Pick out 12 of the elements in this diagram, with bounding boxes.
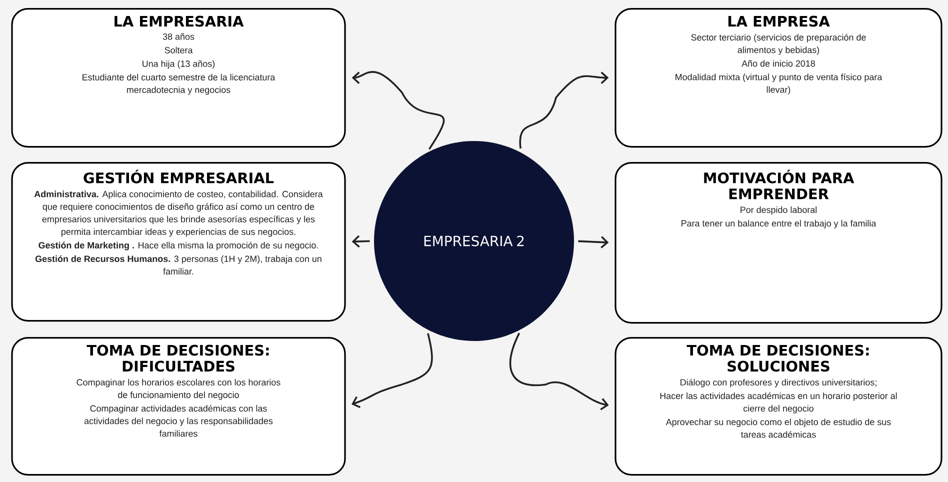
info-box: TOMA DE DECISIONES: SOLUCIONES Diálogo con profesores y directivos universitarios; Hacer las actividades académicas en un horario posterior al cierre del negocio Aprovechar su negocio como el objeto de estudio de sus tareas académicas: [614, 336, 942, 476]
curly-arrow: [509, 332, 609, 410]
curly-arrow: [352, 71, 445, 150]
curly-arrow: [352, 333, 433, 408]
info-box: LA EMPRESA Sector terciario (servicios de preparación de alimentos y bebidas) Año de inicio 2018 Modalidad mixta (virtual y punto de venta físico para llevar): [614, 8, 942, 148]
info-box: TOMA DE DECISIONES: DIFICULTADES Compaginar los horarios escolares con los horarios de funcionamiento del negocio Compaginar actividades académicas con las actividades del negocio y las responsabilidades familiares: [11, 336, 346, 476]
info-box: LA EMPRESARIA 38 años Soltera Una hija (13 años) Estudiante del cuarto semestre de la licenciatura mercadotecnia y negocios: [11, 8, 346, 148]
info-box: MOTIVACIÓN PARA EMPRENDER Por despido laboral Para tener un balance entre el trabajo y la familia: [614, 162, 942, 324]
curly-arrow: [519, 72, 609, 149]
info-box: GESTIÓN EMPRESARIAL Administrativa. Aplica conocimiento de costeo, contabilidad. Considera que requiere conocimientos de diseño gráfico así como un centro de empresarios universitarios que les brinde asesorías específicas y les permita intercambiar ideas y experiencias de sus negocios. Gestión de Marketing . Hace ella misma la promoción de su negocio. Gestión de Recursos Humanos. 3 personas (1H y 2M), trabaja con un familiar.: [11, 162, 346, 322]
curly-arrow: [578, 236, 609, 248]
curly-arrow: [352, 235, 370, 248]
